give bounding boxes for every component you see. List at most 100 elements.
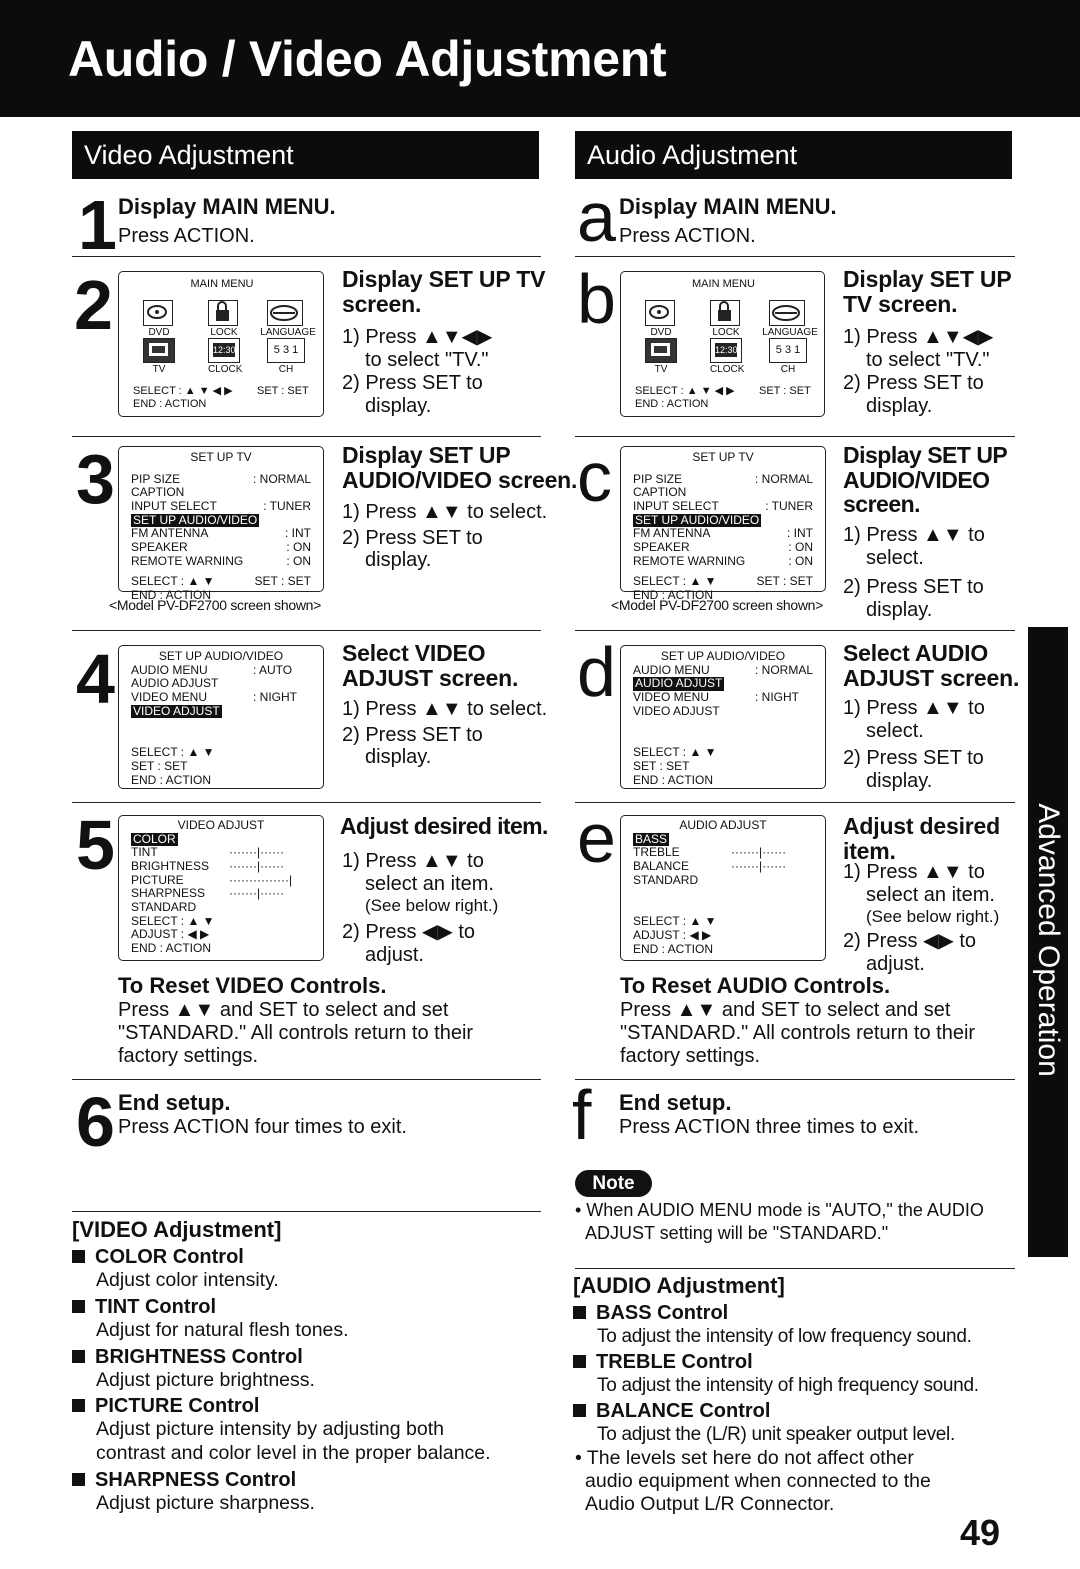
- screen-title: AUDIO ADJUST: [679, 818, 767, 832]
- video-glossary: [VIDEO Adjustment] COLOR Control Adjust …: [72, 1217, 491, 1516]
- divider: [72, 1079, 541, 1080]
- step-heading-line: Display SET UP TV: [342, 266, 546, 292]
- dvd-label: DVD: [148, 327, 170, 338]
- step-heading-line: screen.: [342, 290, 422, 317]
- glossary-extra: • The levels set here do not affect othe…: [575, 1446, 914, 1469]
- instruction: select.: [866, 547, 924, 569]
- step-title: End setup.: [619, 1090, 732, 1115]
- bullet-square-icon: [72, 1299, 85, 1313]
- screen-hint: END : ACTION: [131, 588, 212, 603]
- step-number: 1: [78, 186, 117, 264]
- setup-audio-video-screen: SET UP AUDIO/VIDEO AUDIO MENU: AUTO AUDI…: [118, 645, 324, 789]
- ch-label: CH: [278, 364, 294, 375]
- instruction: 1) Press ▲▼ to: [843, 697, 985, 719]
- instruction: select an item.: [866, 884, 995, 906]
- reset-title: To Reset AUDIO Controls.: [620, 973, 891, 998]
- glossary-item: BALANCE Control: [573, 1400, 979, 1423]
- screen-hint: ADJUST : ◀ ▶: [633, 928, 712, 943]
- screen-end-hint: END : ACTION: [635, 398, 709, 410]
- glossary-desc: To adjust the intensity of high frequenc…: [597, 1375, 979, 1397]
- step-heading: Display SET UP TV screen.: [843, 267, 1012, 316]
- step-letter: a: [577, 178, 616, 256]
- screen-hint: SELECT : ▲ ▼: [131, 745, 215, 760]
- step-heading-line: Display SET UP: [342, 442, 511, 468]
- reset-title: To Reset VIDEO Controls.: [118, 973, 387, 998]
- menu-row: SHARPNESS·······|······: [131, 886, 285, 901]
- tv-label: TV: [654, 364, 668, 375]
- dvd-disc-icon: [645, 300, 675, 326]
- setup-tv-screen: SET UP TV PIP SIZE: NORMAL CAPTION INPUT…: [118, 446, 324, 602]
- language-label: LANGUAGE: [762, 327, 818, 338]
- audio-section-header: Audio Adjustment: [575, 131, 1012, 179]
- step-heading-line: AUDIO/VIDEO: [843, 466, 990, 493]
- step-heading-line: screen.: [843, 491, 921, 518]
- language-label: LANGUAGE: [260, 327, 316, 338]
- step-number: 4: [76, 640, 115, 718]
- glossary-item: SHARPNESS Control: [72, 1469, 491, 1492]
- instruction: 1) Press ▲▼ to select.: [342, 698, 548, 720]
- screen-hint: END : ACTION: [633, 588, 714, 603]
- menu-row: TINT·······|······: [131, 845, 285, 860]
- step-instructions: 1) Press ▲▼ to select. 2) Press SET to d…: [843, 524, 985, 622]
- step-instructions: 1) Press ▲▼ to select. 2) Press SET to d…: [342, 500, 547, 574]
- step-instructions: 1) Press ▲▼ to select. 2) Press SET to d…: [843, 697, 985, 793]
- menu-row: AUDIO MENU: AUTO: [131, 662, 293, 677]
- tv-icon: [645, 338, 677, 363]
- menu-row-highlighted: AUDIO ADJUST: [633, 676, 725, 692]
- lock-icon: [208, 300, 238, 326]
- divider: [575, 436, 1015, 437]
- tv-icon: [143, 338, 175, 363]
- clock-label: CLOCK: [710, 364, 745, 375]
- step-number: 5: [76, 806, 115, 884]
- screen-title: MAIN MENU: [190, 278, 254, 290]
- side-tab: [1028, 627, 1068, 1257]
- menu-row: CAPTION: [131, 485, 185, 500]
- step-instructions: 1) Press ▲▼ to select an item. (See belo…: [843, 861, 999, 976]
- menu-row: VIDEO MENU: NIGHT: [131, 690, 297, 705]
- menu-row: AUDIO MENU: NORMAL: [633, 662, 813, 677]
- step-heading: Display SET UP TV screen.: [342, 267, 545, 316]
- instruction: 1) Press ▲▼ to: [342, 850, 484, 872]
- step-heading-line: AUDIO/VIDEO screen.: [342, 466, 578, 493]
- screen-hint: END : ACTION: [633, 772, 714, 787]
- menu-row: BALANCE·······|······: [633, 859, 787, 874]
- menu-row-highlighted: COLOR: [131, 831, 178, 847]
- reset-text: factory settings.: [620, 1044, 761, 1067]
- menu-row: AUDIO ADJUST: [131, 676, 219, 691]
- step-heading: Adjust desired item.: [843, 814, 1000, 863]
- step-heading-line: Select AUDIO: [843, 640, 989, 666]
- screen-hint: SELECT : ▲ ▼SET : SET: [131, 574, 311, 589]
- screen-set-hint: SET : SET: [257, 385, 309, 397]
- screen-select-hint: SELECT : ▲ ▼ ◀ ▶: [635, 385, 735, 397]
- language-icon: [769, 300, 805, 326]
- step-number: 3: [76, 440, 115, 518]
- screen-select-hint: SELECT : ▲ ▼ ◀ ▶: [133, 385, 233, 397]
- model-caption: <Model PV-DF2700 screen shown>: [611, 597, 824, 613]
- menu-row: FM ANTENNA: INT: [131, 526, 311, 541]
- step-letter: d: [577, 633, 616, 711]
- bullet-square-icon: [72, 1399, 85, 1413]
- glossary-item: TINT Control: [72, 1296, 491, 1319]
- reset-audio-block: To Reset AUDIO Controls. Press ▲▼ and SE…: [620, 973, 975, 1067]
- step-number: 6: [76, 1083, 115, 1161]
- step-instructions: 1) Press ▲▼ to select. 2) Press SET to d…: [342, 697, 547, 771]
- step-letter: f: [572, 1076, 592, 1154]
- page-number: 49: [960, 1512, 1001, 1553]
- instruction: 2) Press SET to: [342, 372, 483, 394]
- instruction: 2) Press SET to: [342, 723, 483, 746]
- step-text: Press ACTION.: [118, 225, 255, 247]
- clock-icon: 12:30: [208, 338, 240, 363]
- video-section-header: Video Adjustment: [72, 131, 539, 179]
- step-heading-line: Adjust desired: [843, 813, 1000, 839]
- step-letter: b: [577, 260, 616, 338]
- bullet-square-icon: [573, 1404, 586, 1418]
- step-heading-line: Select VIDEO: [342, 640, 486, 666]
- bullet-square-icon: [72, 1349, 85, 1363]
- reset-text: "STANDARD." All controls return to their: [620, 1021, 976, 1044]
- menu-row: BRIGHTNESS·······|······: [131, 859, 285, 874]
- instruction: display.: [866, 395, 933, 417]
- note-text: • When AUDIO MENU mode is "AUTO," the AU…: [575, 1199, 984, 1244]
- screen-hint: SELECT : ▲ ▼: [633, 745, 717, 760]
- step-heading: Select VIDEO ADJUST screen.: [342, 641, 518, 690]
- menu-row: STANDARD: [633, 872, 699, 887]
